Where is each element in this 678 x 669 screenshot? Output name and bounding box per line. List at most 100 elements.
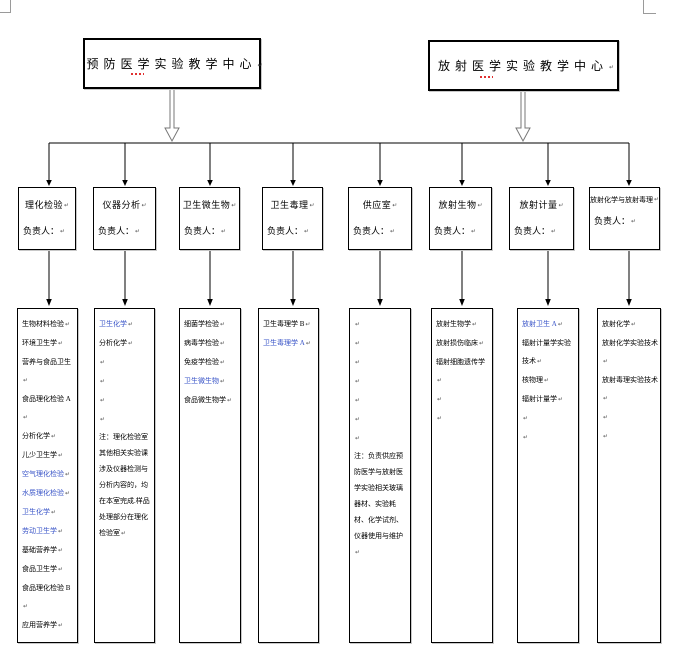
course-list-hygienic-microbiology: 细菌学检验病毒学检验免疫学检验卫生微生物食品微生物学 [179, 308, 241, 643]
leader-label: 负责人： [23, 224, 75, 237]
note-text: 注：理化检验室其他相关实验课涉及仪器检测与分析内容的，均在本室完成.样品处理部分… [99, 429, 152, 542]
course-item: 辐射细胞遗传学 [436, 353, 490, 390]
course-item: 生物材料检验 [22, 315, 75, 334]
dept-title: 供应室 [349, 198, 411, 211]
empty-paragraph-mark [99, 391, 152, 410]
course-item: 放射化学 [602, 315, 658, 334]
course-item: 食品理化检验 B [22, 579, 75, 616]
course-item: 细菌学检验 [184, 315, 238, 334]
header-box-preventive-medicine-center: 预防医学实验教学中心 [83, 38, 261, 89]
leader-label: 负责人： [514, 224, 573, 237]
course-item: 卫生毒理学 A [263, 334, 316, 353]
course-item: 食品卫生学 [22, 560, 75, 579]
course-item: 营养与食品卫生 [22, 353, 75, 390]
hollow-arrow-left [164, 89, 180, 143]
spellcheck-squiggle [131, 73, 144, 75]
course-item: 空气理化检验 [22, 465, 75, 484]
arrowhead [626, 299, 632, 306]
course-list-radiation-metrology: 放射卫生 A辐射计量学实验技术核物理辐射计量学 [517, 308, 579, 643]
course-list-radiation-biology: 放射生物学放射损伤临床辐射细胞遗传学 [431, 308, 493, 643]
course-item: 环境卫生学 [22, 334, 75, 353]
spellcheck-squiggle [480, 76, 493, 78]
arrowhead [459, 299, 465, 306]
course-item: 儿少卫生学 [22, 446, 75, 465]
course-item: 卫生化学 [99, 315, 152, 334]
course-item: 食品微生物学 [184, 391, 238, 410]
empty-paragraph-mark [99, 372, 152, 391]
empty-paragraph-mark [99, 410, 152, 429]
course-item: 放射化学实验技术 [602, 334, 658, 371]
dept-box-physicochemical-testing: 理化检验 负责人： [18, 187, 76, 250]
course-item: 放射卫生 A [522, 315, 576, 334]
course-list-physicochemical-testing: 生物材料检验环境卫生学营养与食品卫生食品理化检验 A分析化学儿少卫生学空气理化检… [17, 308, 78, 643]
leader-label: 负责人： [98, 224, 155, 237]
empty-paragraph-mark [522, 428, 576, 447]
dept-box-hygienic-microbiology: 卫生微生物 负责人： [179, 187, 240, 250]
empty-paragraph-mark [522, 409, 576, 428]
course-item: 病毒学检验 [184, 334, 238, 353]
empty-paragraph-mark [602, 408, 658, 427]
empty-paragraph-mark [354, 353, 408, 372]
course-item: 卫生化学 [22, 503, 75, 522]
leader-label: 负责人： [267, 224, 322, 237]
margin-corner-mark-top-left [10, 0, 11, 12]
header-box-radiation-medicine-center: 放射医学实验教学中心 [428, 40, 619, 91]
course-item: 分析化学 [99, 334, 152, 353]
hollow-arrow-right [515, 91, 531, 143]
dept-title: 放射化学与放射毒理 [590, 195, 659, 205]
course-item: 应用营养学 [22, 616, 75, 635]
empty-paragraph-mark [354, 429, 408, 448]
leader-label: 负责人： [353, 224, 411, 237]
course-item: 水质理化检验 [22, 484, 75, 503]
margin-corner-mark-top-right [643, 0, 644, 13]
arrowhead [459, 180, 465, 186]
course-item: 食品理化检验 A [22, 390, 75, 427]
leader-label: 负责人： [594, 214, 659, 227]
course-item: 放射毒理实验技术 [602, 371, 658, 408]
empty-paragraph-mark [354, 372, 408, 391]
empty-paragraph-mark [436, 409, 490, 428]
empty-paragraph-mark [354, 391, 408, 410]
course-item: 基础营养学 [22, 541, 75, 560]
course-item: 放射生物学 [436, 315, 490, 334]
arrowhead [46, 180, 52, 186]
course-item: 卫生毒理学 B [263, 315, 316, 334]
dept-title: 放射生物 [430, 198, 491, 211]
arrowhead [377, 180, 383, 186]
dept-box-radiation-metrology: 放射计量 负责人： [509, 187, 574, 250]
dept-title: 理化检验 [19, 198, 75, 211]
arrowhead [122, 180, 128, 186]
course-item: 辐射计量学 [522, 390, 576, 409]
leader-label: 负责人： [184, 224, 239, 237]
course-item: 劳动卫生学 [22, 522, 75, 541]
empty-paragraph-mark [354, 334, 408, 353]
arrowhead [290, 299, 296, 306]
dept-title: 卫生毒理 [263, 198, 322, 211]
dept-box-supply-room: 供应室 负责人： [348, 187, 412, 250]
arrowhead [626, 180, 632, 186]
margin-corner-mark-top-left [0, 12, 11, 13]
course-item: 放射损伤临床 [436, 334, 490, 353]
empty-paragraph-mark [354, 315, 408, 334]
course-list-supply-room: 注：负责供应预防医学与放射医学实验相关玻璃器材、实验耗材、化学试剂、仪器使用与维… [349, 308, 411, 643]
dept-title: 放射计量 [510, 198, 573, 211]
course-list-hygienic-toxicology: 卫生毒理学 B卫生毒理学 A [258, 308, 319, 643]
arrowhead [46, 299, 52, 306]
arrowhead [377, 299, 383, 306]
leader-label: 负责人： [434, 224, 491, 237]
empty-paragraph-mark [436, 390, 490, 409]
arrowhead [207, 180, 213, 186]
course-item: 核物理 [522, 371, 576, 390]
course-item: 分析化学 [22, 427, 75, 446]
empty-paragraph-mark [602, 427, 658, 446]
course-item: 免疫学检验 [184, 353, 238, 372]
course-list-radiochemistry-radiotoxicology: 放射化学放射化学实验技术放射毒理实验技术 [597, 308, 661, 643]
arrowhead [545, 299, 551, 306]
note-text: 注：负责供应预防医学与放射医学实验相关玻璃器材、实验耗材、化学试剂、仪器使用与维… [354, 448, 408, 561]
course-item: 卫生微生物 [184, 372, 238, 391]
arrowhead [290, 180, 296, 186]
empty-paragraph-mark [22, 635, 75, 642]
empty-paragraph-mark [354, 410, 408, 429]
course-item: 辐射计量学实验技术 [522, 334, 576, 371]
